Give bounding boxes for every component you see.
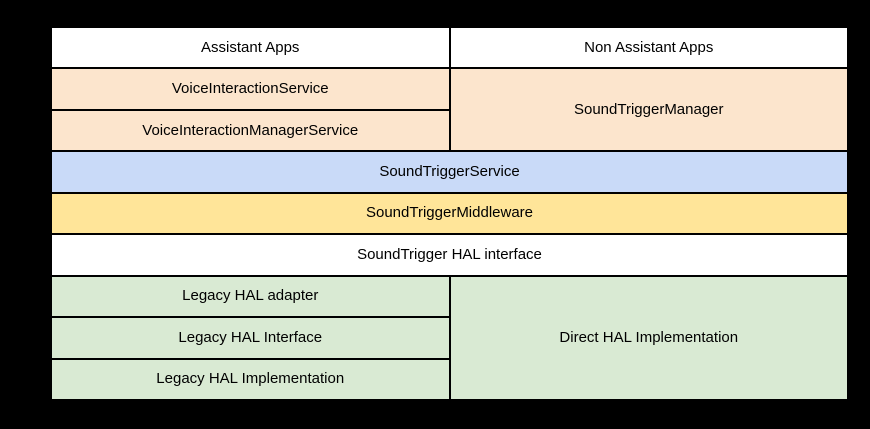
cell-legacy-hal-interface: Legacy HAL Interface: [52, 318, 449, 358]
cell-voice-interaction-service: VoiceInteractionService: [52, 69, 449, 109]
cell-sound-trigger-service: SoundTriggerService: [52, 152, 847, 192]
cell-voice-interaction-manager-service: VoiceInteractionManagerService: [52, 110, 449, 151]
stack-table: Assistant Apps Non Assistant Apps VoiceI…: [50, 26, 849, 401]
cell-legacy-hal-implementation: Legacy HAL Implementation: [52, 359, 449, 399]
cell-assistant-apps: Assistant Apps: [52, 28, 449, 68]
cell-sound-trigger-middleware: SoundTriggerMiddleware: [52, 193, 847, 234]
cell-direct-hal-implementation: Direct HAL Implementation: [450, 276, 847, 399]
cell-sound-trigger-manager: SoundTriggerManager: [450, 69, 847, 151]
cell-legacy-hal-adapter: Legacy HAL adapter: [52, 276, 449, 317]
cell-sound-trigger-hal-interface: SoundTrigger HAL interface: [52, 235, 847, 275]
cell-non-assistant-apps: Non Assistant Apps: [450, 28, 847, 68]
